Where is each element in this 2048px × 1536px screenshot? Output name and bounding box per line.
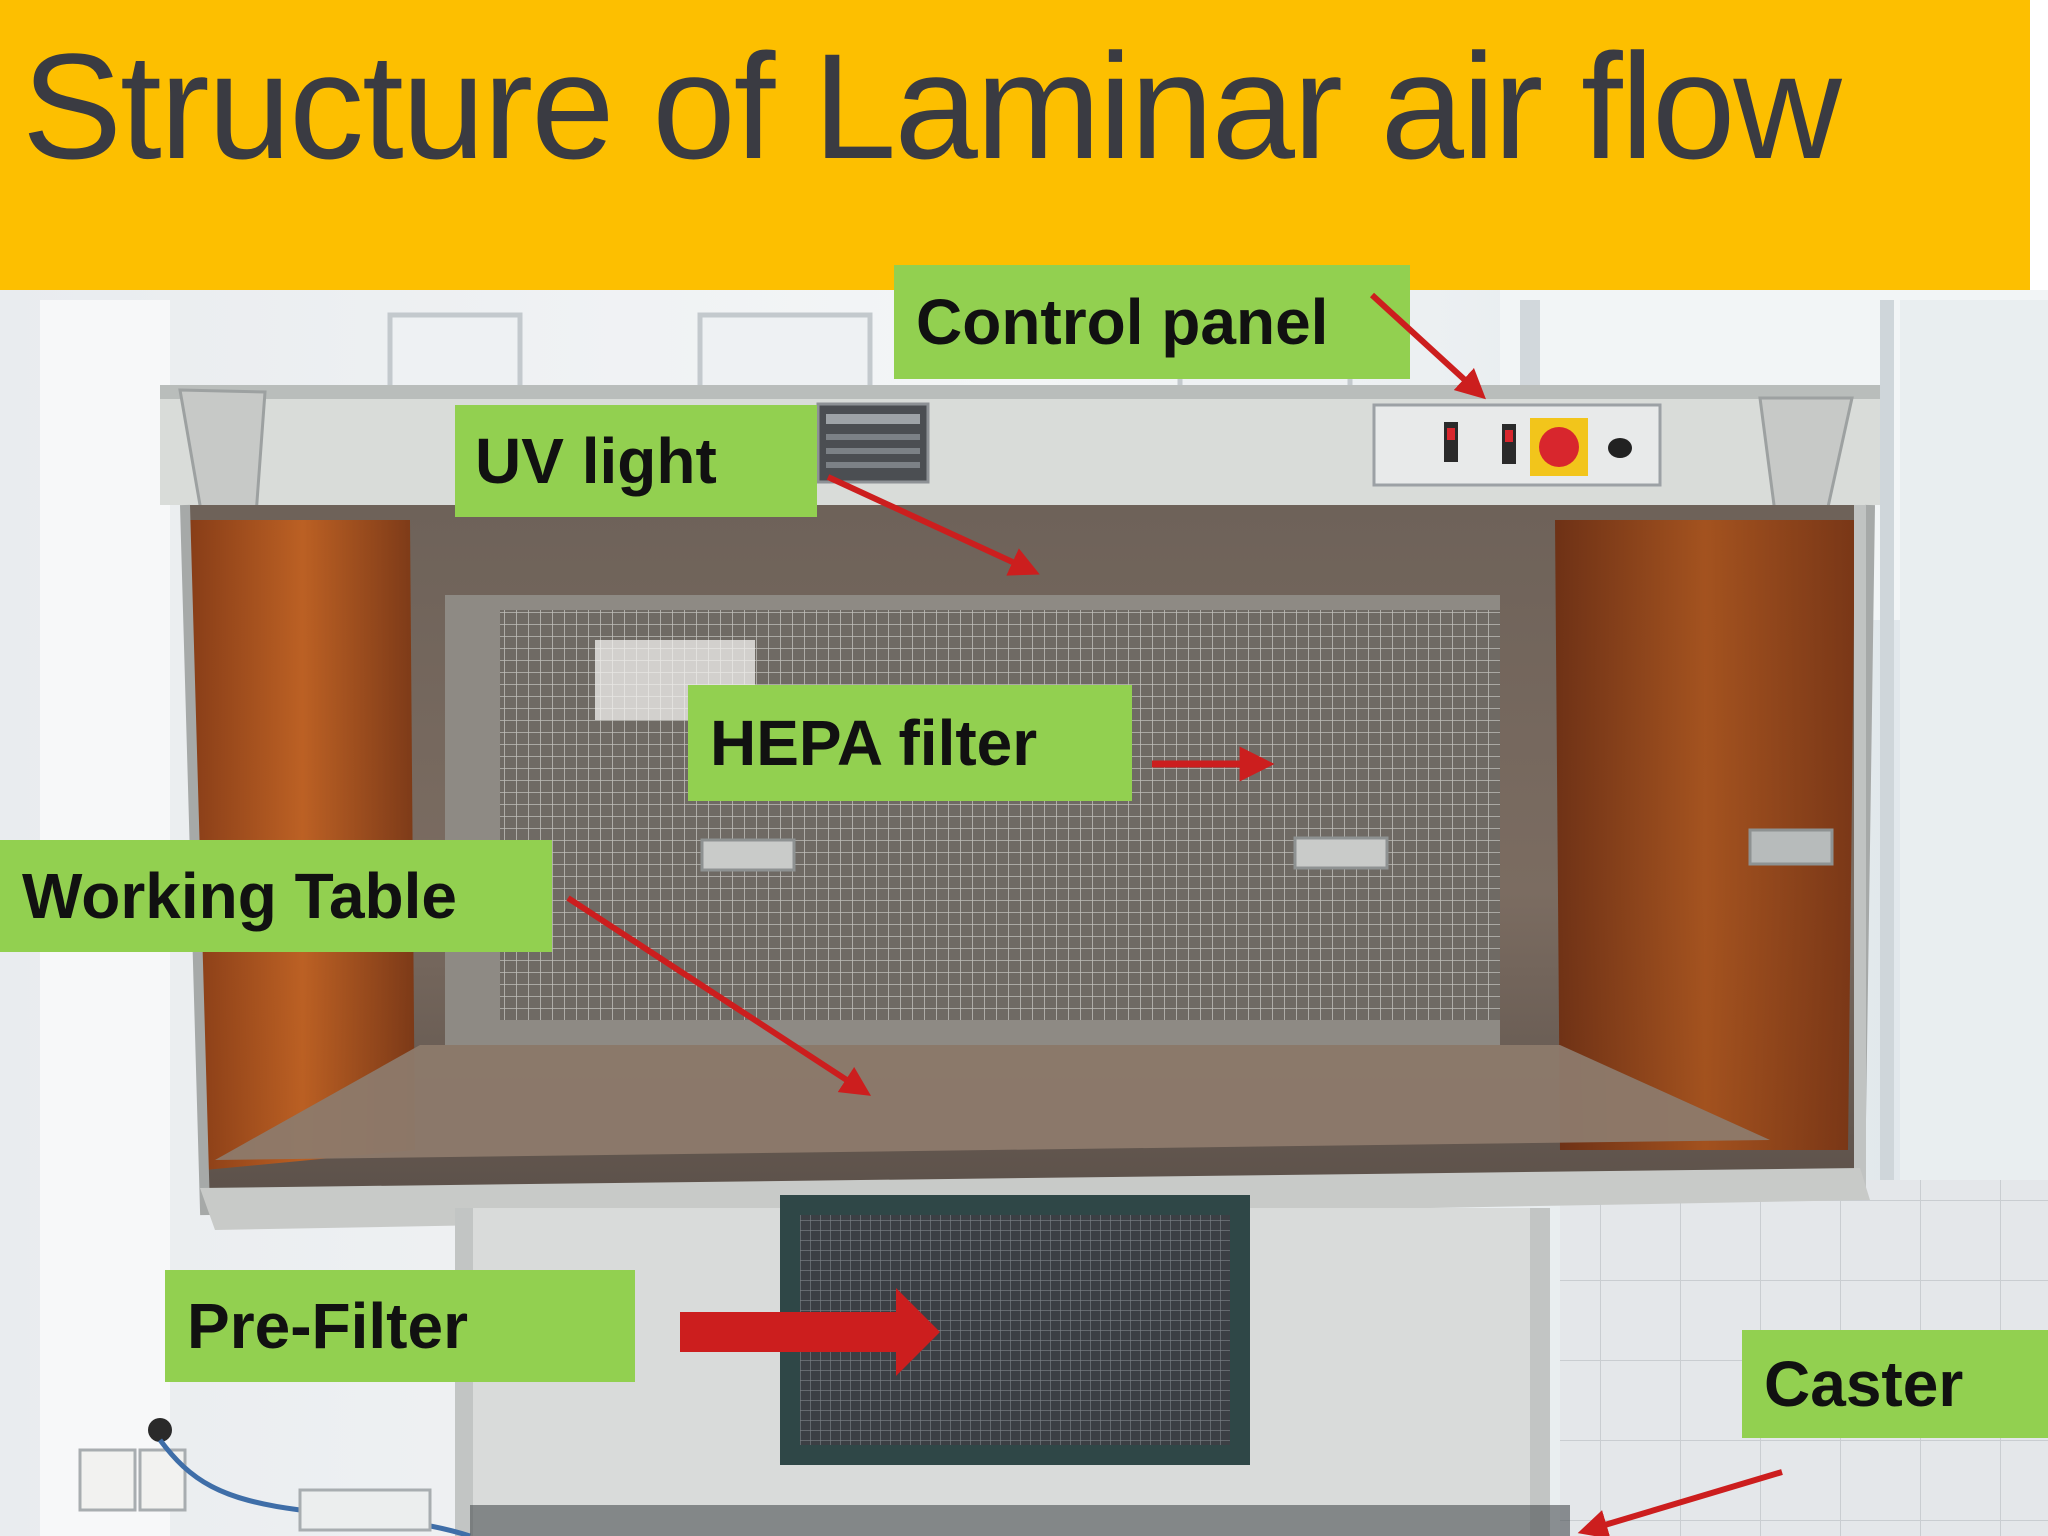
label-pre-filter-text: Pre-Filter	[187, 1290, 468, 1362]
laminar-flow-photo	[0, 290, 2048, 1536]
label-hepa-filter-text: HEPA filter	[710, 707, 1038, 779]
label-caster-text: Caster	[1764, 1348, 1964, 1420]
slide-title: Structure of Laminar air flow	[22, 22, 1842, 190]
title-bar: Structure of Laminar air flow	[0, 0, 2030, 290]
label-pre-filter: Pre-Filter	[165, 1270, 635, 1382]
label-caster: Caster	[1742, 1330, 2048, 1438]
label-working-table-text: Working Table	[22, 860, 457, 932]
label-working-table: Working Table	[0, 840, 552, 952]
label-hepa-filter: HEPA filter	[688, 685, 1132, 801]
label-control-panel-text: Control panel	[916, 286, 1329, 358]
label-uv-light-text: UV light	[475, 425, 717, 497]
label-uv-light: UV light	[455, 405, 817, 517]
label-control-panel: Control panel	[894, 265, 1410, 379]
